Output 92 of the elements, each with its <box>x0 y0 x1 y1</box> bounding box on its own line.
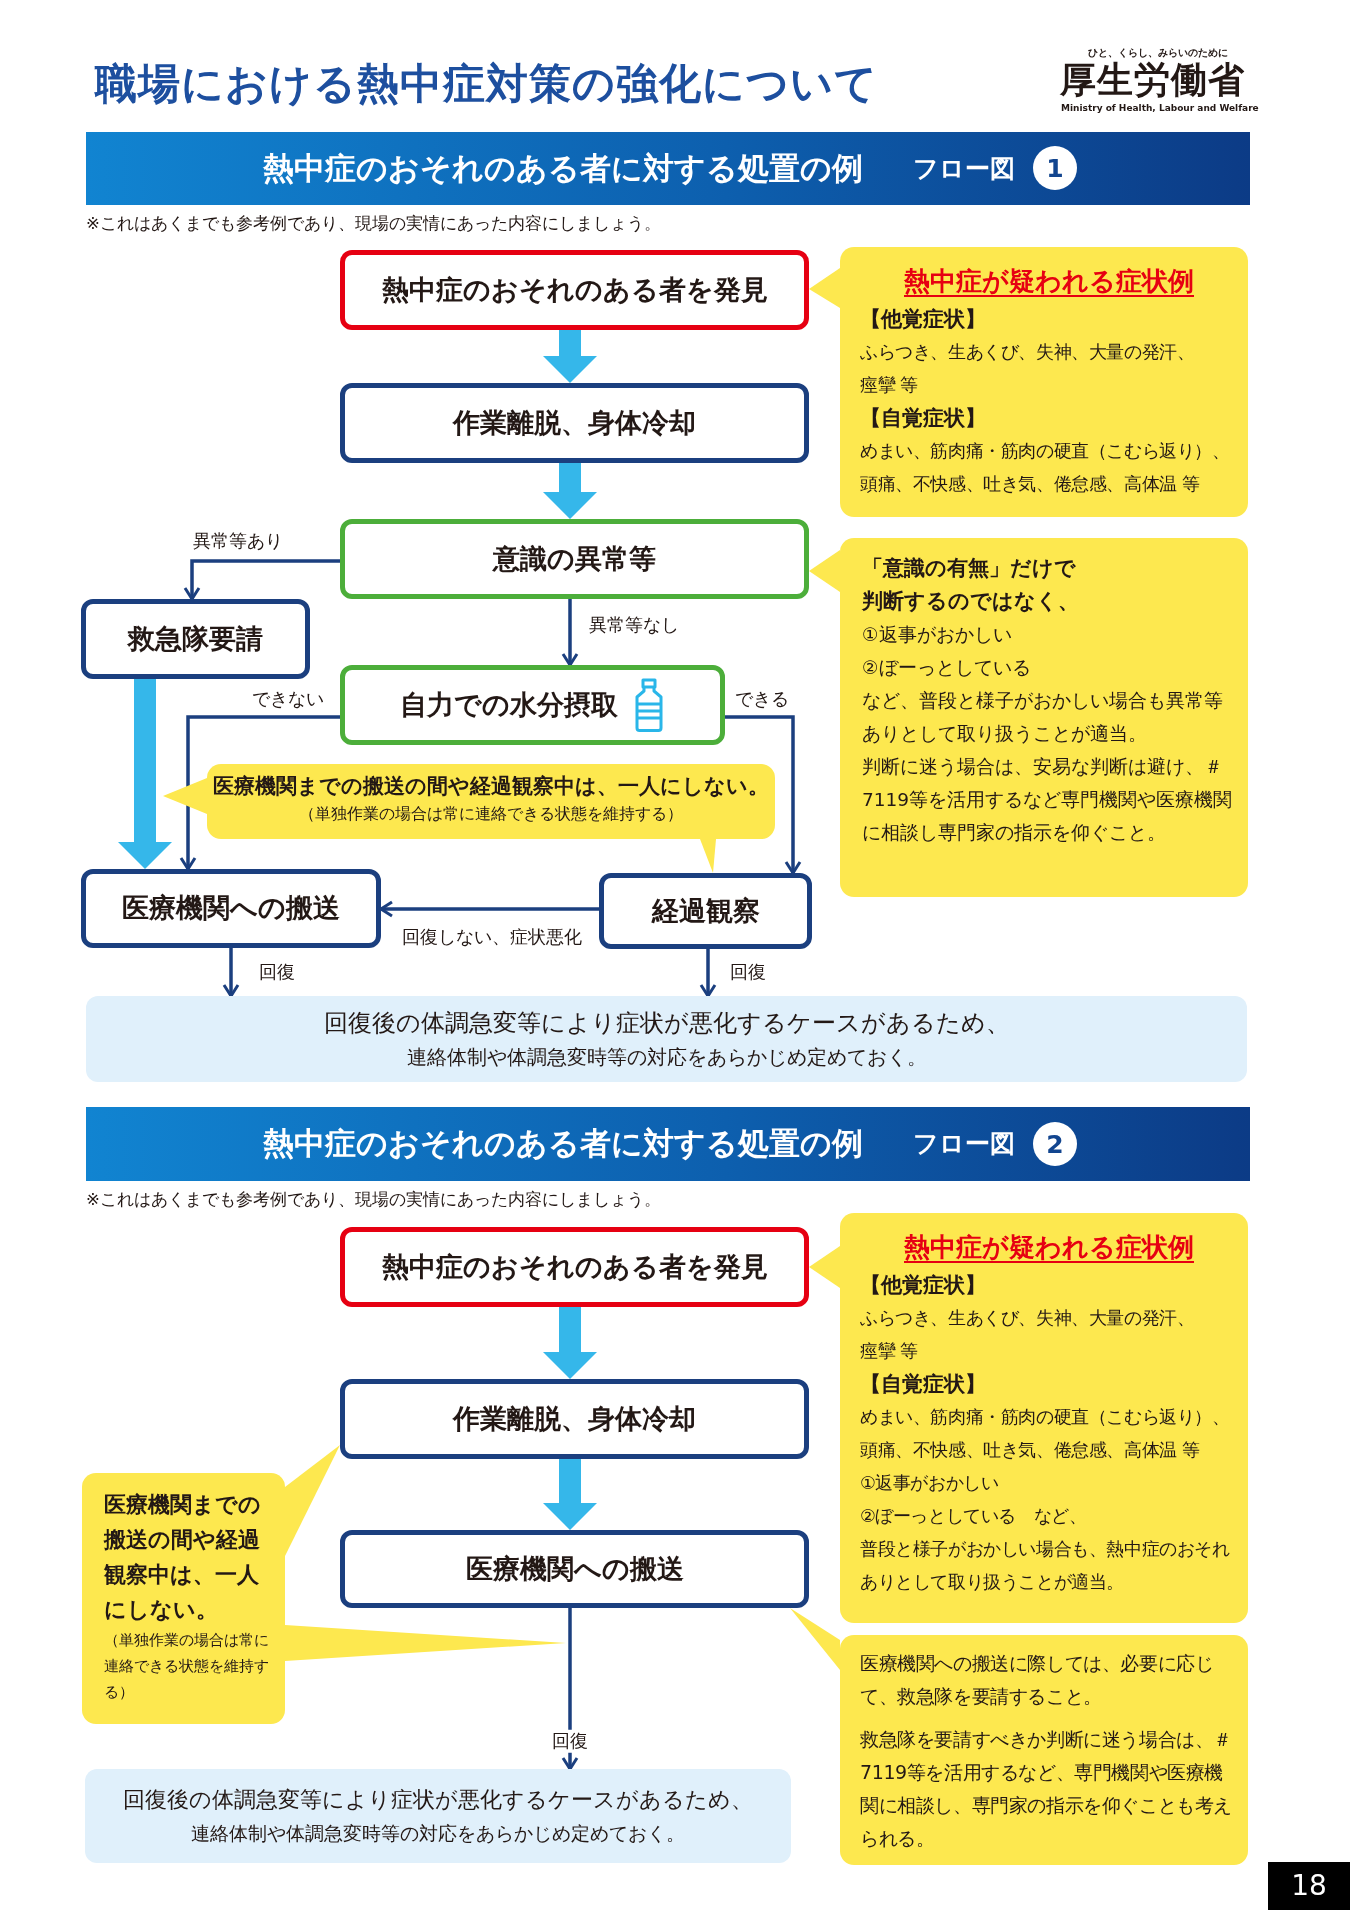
process-box <box>599 873 812 949</box>
symptom-heading: 【他覚症状】 <box>860 1272 986 1299</box>
symptom-heading: 【自覚症状】 <box>860 1371 986 1398</box>
arrow <box>379 900 599 918</box>
section-banner <box>86 1107 1250 1181</box>
step-label: 医療機関への搬送 <box>122 892 340 925</box>
process-box <box>340 1379 809 1459</box>
callout-text: ふらつき、生あくび、失神、大量の発汗、痙攣 等 <box>860 1307 1196 1363</box>
arrow <box>725 715 802 875</box>
process-box <box>340 665 725 745</box>
callout-text: めまい、筋肉痛・筋肉の硬直（こむら返り）、頭痛、不快感、吐き気、倦怠感、高体温 等 <box>860 1406 1231 1462</box>
disclaimer-note: ※これはあくまでも参考例であり、現場の実情にあった内容にしましょう。 <box>86 213 661 235</box>
process-box <box>340 1227 809 1307</box>
banner-title: 熱中症のおそれのある者に対する処置の例 <box>263 1125 863 1163</box>
callout-pointer <box>163 778 207 814</box>
callout-pointer <box>809 550 840 592</box>
banner-subtitle: フロー図 <box>913 1129 1015 1159</box>
symptom-heading: 【自覚症状】 <box>860 405 986 432</box>
step-label: 経過観察 <box>651 894 760 928</box>
process-box <box>81 869 381 948</box>
callout-text: ふらつき、生あくび、失神、大量の発汗、痙攣 等 <box>860 341 1196 397</box>
callout-lead: 医療機関までの搬送の間や経過観察中は、一人にしない。 <box>104 1491 262 1624</box>
note-panel <box>85 1769 791 1863</box>
step-number: 2 <box>1046 1131 1064 1157</box>
block-arrow <box>543 463 597 519</box>
step-label: 意識の異常等 <box>493 542 656 576</box>
callout-lead: 「意識の有無」だけで判断するのではなく、 <box>862 555 1080 615</box>
block-arrow <box>543 1307 597 1379</box>
callout-text: めまい、筋肉痛・筋肉の硬直（こむら返り）、頭痛、不快感、吐き気、倦怠感、高体温 等 <box>860 440 1231 496</box>
callout-text: ②ぼーっとしている <box>862 656 1031 680</box>
callout-pointer <box>809 1246 840 1288</box>
block-arrow <box>543 1459 597 1530</box>
arrow <box>222 948 240 998</box>
number-circle <box>1033 146 1077 190</box>
callout-pointer <box>790 1608 840 1670</box>
step-number: 1 <box>1046 155 1064 181</box>
banner-subtitle: フロー図 <box>913 153 1015 184</box>
page-title: 職場における熱中症対策の強化について <box>95 58 878 110</box>
ministry-name: 厚生労働省 <box>1060 60 1245 100</box>
callout-pointer <box>809 268 840 308</box>
step-label: 熱中症のおそれのある者を発見 <box>381 1250 768 1284</box>
number-circle <box>1033 1122 1077 1166</box>
step-label: 医療機関への搬送 <box>465 1552 684 1586</box>
callout-text: 普段と様子がおかしい場合も、熱中症のおそれありとして取り扱うことが適当。 <box>860 1538 1231 1594</box>
callout-text: など、普段と様子がおかしい場合も異常等ありとして取り扱うことが適当。 <box>862 689 1224 746</box>
callout-text: ①返事がおかしい <box>862 623 1012 647</box>
callout-text: 救急隊を要請すべきか判断に迷う場合は、＃7119等を活用するなど、専門機関や医療機関に相談し、専門家の指示を仰ぐことも考えられる。 <box>860 1727 1233 1851</box>
callout-pointer <box>285 1445 340 1556</box>
callout-pointer <box>700 839 716 873</box>
page-number: 18 <box>1268 1862 1350 1910</box>
block-arrow <box>543 330 597 383</box>
note-panel <box>86 996 1247 1082</box>
disclaimer-note: ※これはあくまでも参考例であり、現場の実情にあった内容にしましょう。 <box>86 1189 661 1211</box>
callout-note: （単独作業の場合は常に連絡できる状態を維持する） <box>299 803 683 825</box>
process-box <box>340 250 809 330</box>
callout-bubble <box>207 764 775 839</box>
callout-heading: 熱中症が疑われる症状例 <box>904 1231 1194 1264</box>
step-label: 熱中症のおそれのある者を発見 <box>381 273 768 307</box>
note-text: 連絡体制や体調急変時等の対応をあらかじめ定めておく。 <box>191 1822 685 1846</box>
step-label: 作業離脱、身体冷却 <box>453 406 696 440</box>
note-text: 回復後の体調急変等により症状が悪化するケースがあるため、 <box>123 1786 753 1814</box>
callout-text: ②ぼーっとしている など、 <box>860 1505 1087 1528</box>
arrow <box>561 599 579 667</box>
symptom-heading: 【他覚症状】 <box>860 306 986 333</box>
ministry-name-english: Ministry of Health, Labour and Welfare <box>1061 103 1259 113</box>
callout-text: 医療機関への搬送に際しては、必要に応じて、救急隊を要請すること。 <box>860 1651 1215 1709</box>
callout-note: （単独作業の場合は常に連絡できる状態を維持する） <box>104 1630 270 1703</box>
step-label: 救急隊要請 <box>128 622 263 656</box>
callout-heading: 熱中症が疑われる症状例 <box>904 265 1194 298</box>
callout-bubble <box>840 1635 1248 1865</box>
block-arrow <box>118 679 172 869</box>
banner-title: 熱中症のおそれのある者に対する処置の例 <box>263 149 863 188</box>
callout-text: ①返事がおかしい <box>860 1472 999 1495</box>
process-box <box>340 1530 809 1608</box>
arrow <box>179 715 340 871</box>
arrow <box>183 559 340 601</box>
callout-text: 判断に迷う場合は、安易な判断は避け、＃7119等を活用するなど専門機関や医療機関に相談し専門家の指示を仰ぐこと。 <box>862 755 1234 845</box>
step-label: 自力での水分摂取 <box>399 688 618 722</box>
arrow <box>699 949 717 998</box>
process-box <box>81 599 310 679</box>
callout-bubble <box>82 1473 285 1724</box>
callout-bubble <box>840 1213 1248 1623</box>
section-banner <box>86 132 1250 205</box>
step-label: 作業離脱、身体冷却 <box>453 1402 696 1436</box>
process-box <box>340 383 809 463</box>
ministry-slogan: ひと、くらし、みらいのために <box>1088 46 1228 60</box>
callout-bubble <box>840 247 1248 517</box>
process-box <box>340 519 809 599</box>
callout-lead: 医療機関までの搬送の間や経過観察中は、一人にしない。 <box>213 773 769 800</box>
note-text: 連絡体制や体調急変時等の対応をあらかじめ定めておく。 <box>406 1044 927 1071</box>
callout-bubble <box>840 538 1248 897</box>
note-text: 回復後の体調急変等により症状が悪化するケースがあるため、 <box>323 1008 1010 1039</box>
